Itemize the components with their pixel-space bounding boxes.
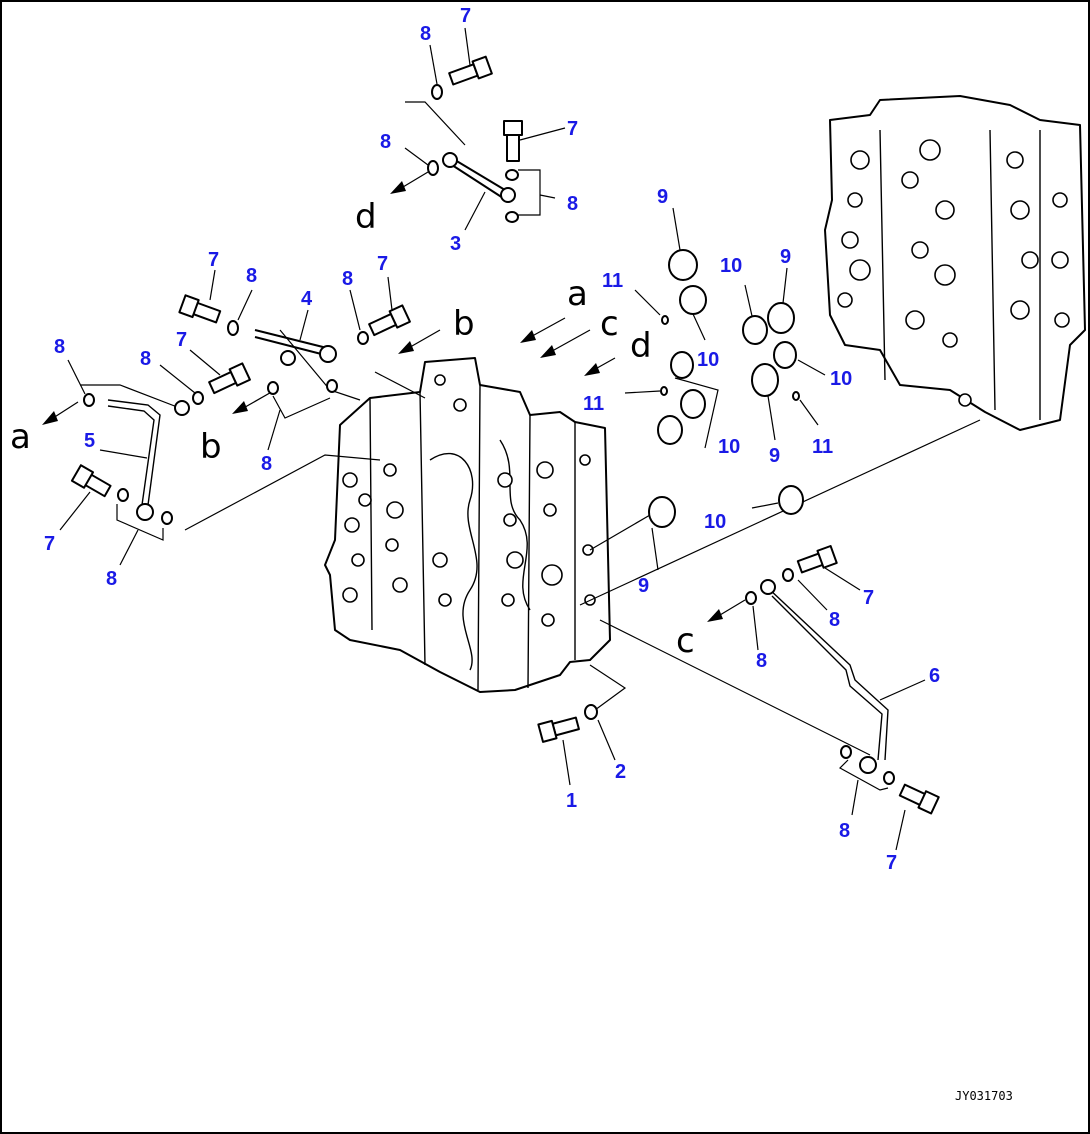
bolt-upper-right (503, 120, 523, 162)
connector-letters: d a b c d a b c (10, 197, 695, 661)
control-valve-body (324, 357, 611, 693)
connector-b: b (453, 304, 475, 344)
callout-8: 8 (839, 820, 850, 842)
callout-7: 7 (377, 253, 388, 275)
connector-d: d (630, 326, 652, 366)
connector-arrows (42, 171, 746, 622)
callout-9: 9 (780, 246, 791, 268)
callout-1: 1 (566, 790, 577, 812)
callout-7: 7 (460, 5, 471, 27)
seals (648, 249, 804, 528)
callout-7: 7 (176, 329, 187, 351)
bolt-right (796, 545, 838, 574)
mating-valve-ports (837, 139, 1070, 407)
callout-11: 11 (812, 436, 833, 458)
callout-7: 7 (44, 533, 55, 555)
tube-3 (449, 156, 506, 199)
callout-5: 5 (84, 430, 95, 452)
callout-6: 6 (929, 665, 940, 687)
callout-10: 10 (718, 436, 740, 458)
tubes (107, 152, 889, 774)
callout-numbers: 7 8 7 8 8 3 7 8 4 8 7 8 8 7 8 5 7 8 9 11… (44, 5, 940, 874)
bolt-bottom-right (898, 783, 940, 815)
assembly-guide-lines (80, 101, 981, 756)
callout-8: 8 (829, 609, 840, 631)
tube-5 (107, 399, 161, 506)
callout-8: 8 (261, 453, 272, 475)
connector-c: c (676, 621, 695, 661)
callout-4: 4 (301, 288, 313, 310)
callout-8: 8 (106, 568, 117, 590)
callout-8: 8 (140, 348, 151, 370)
callout-11: 11 (583, 393, 604, 415)
callout-8: 8 (342, 268, 353, 290)
callout-7: 7 (208, 249, 219, 271)
tube-6 (767, 587, 889, 761)
bolt-lower-left (70, 464, 112, 498)
callout-10: 10 (720, 255, 742, 277)
callout-8: 8 (567, 193, 578, 215)
callout-10: 10 (697, 349, 719, 371)
connector-d: d (355, 197, 377, 237)
callout-8: 8 (54, 336, 65, 358)
callout-8: 8 (380, 131, 391, 153)
bolt-left-2 (368, 304, 411, 337)
callout-7: 7 (863, 587, 874, 609)
bolt-top (448, 55, 493, 86)
callout-8: 8 (756, 650, 767, 672)
callout-8: 8 (246, 265, 257, 287)
callout-8: 8 (420, 23, 431, 45)
callout-2: 2 (615, 761, 626, 783)
bolts (70, 55, 940, 815)
drawing-code: JY031703 (955, 1089, 1013, 1103)
callout-11: 11 (602, 270, 623, 292)
callout-10: 10 (830, 368, 852, 390)
callout-leaders (59, 27, 926, 851)
callout-3: 3 (450, 233, 461, 255)
o-rings (83, 84, 895, 785)
callout-9: 9 (657, 186, 668, 208)
callout-7: 7 (886, 852, 897, 874)
bolt-left-3 (208, 362, 251, 395)
connector-b: b (200, 427, 222, 467)
connector-c: c (600, 304, 619, 344)
mating-valve-body (824, 95, 1086, 431)
connector-a: a (10, 417, 31, 457)
bolt-left-1 (178, 294, 222, 324)
callout-10: 10 (704, 511, 726, 533)
connector-a: a (567, 274, 588, 314)
callout-9: 9 (638, 575, 649, 597)
bolt-item-1 (537, 716, 580, 743)
valve-ports (342, 374, 596, 627)
callout-9: 9 (769, 445, 780, 467)
callout-7: 7 (567, 118, 578, 140)
